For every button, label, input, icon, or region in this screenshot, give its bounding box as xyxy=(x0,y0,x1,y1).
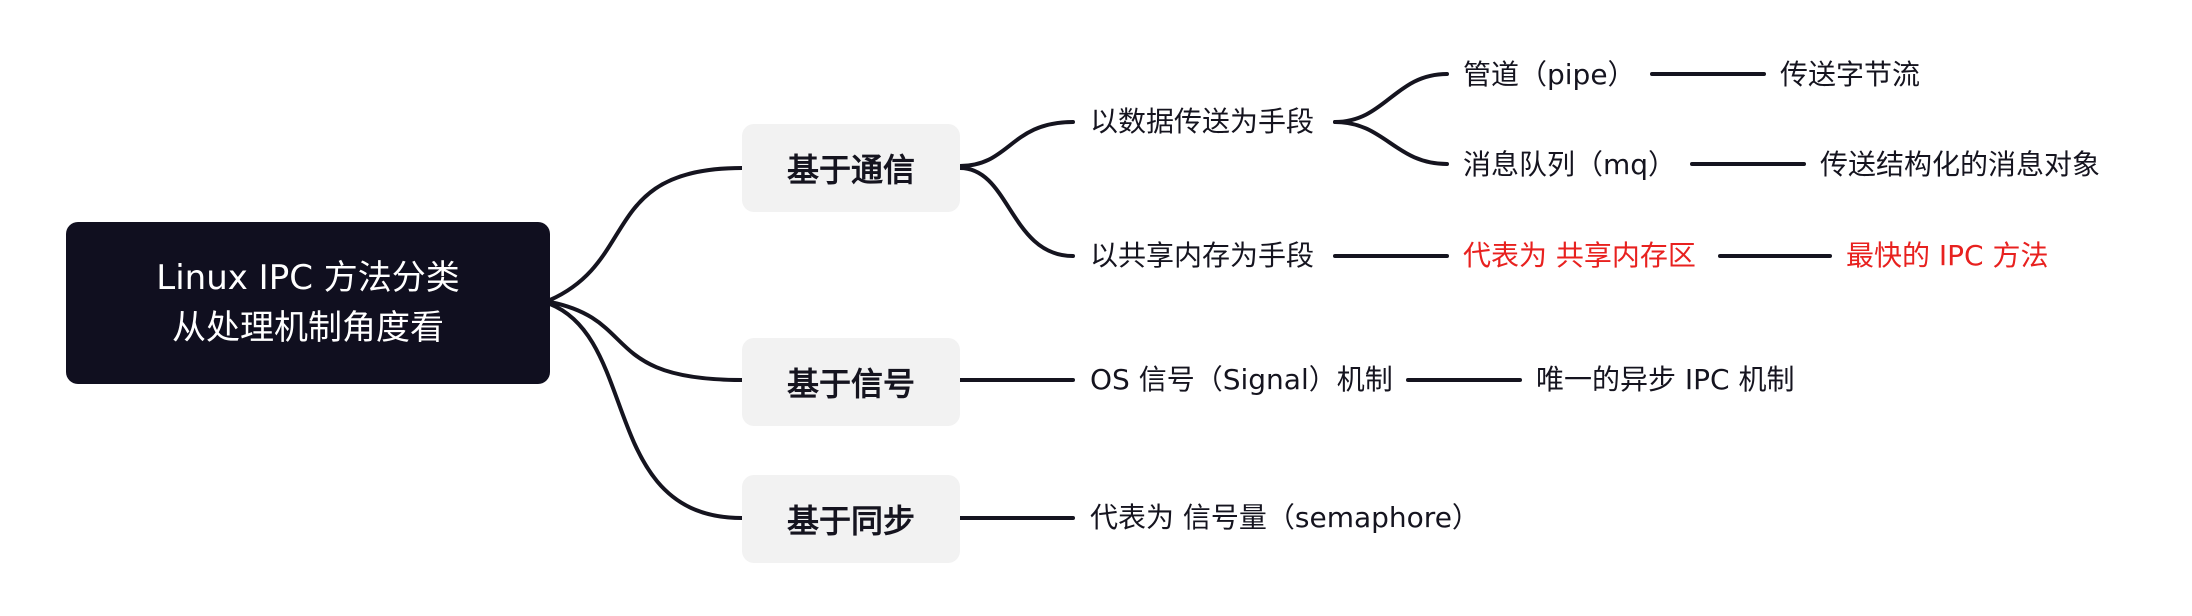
node-shared-memory-representative[interactable]: 代表为 共享内存区 xyxy=(1463,239,1696,272)
node-sync-label: 基于同步 xyxy=(786,502,915,540)
node-mq-detail[interactable]: 传送结构化的消息对象 xyxy=(1820,148,2101,181)
node-pipe-detail[interactable]: 传送字节流 xyxy=(1780,58,1921,91)
node-signal-mechanism[interactable]: OS 信号（Signal）机制 xyxy=(1090,363,1393,396)
edge-data-transfer-pipe xyxy=(1333,72,1449,124)
root-node[interactable]: Linux IPC 方法分类 从处理机制角度看 xyxy=(66,222,550,384)
root-title-line-2: 从处理机制角度看 xyxy=(172,308,444,348)
node-mq[interactable]: 消息队列（mq） xyxy=(1463,148,1677,181)
node-communication-label: 基于通信 xyxy=(786,151,915,189)
node-data-transfer[interactable]: 以数据传送为手段 xyxy=(1090,105,1315,138)
node-signal-note[interactable]: 唯一的异步 IPC 机制 xyxy=(1536,363,1795,396)
node-sync-representative[interactable]: 代表为 信号量（semaphore） xyxy=(1090,501,1480,534)
edge-data-transfer-mq xyxy=(1333,120,1449,166)
node-signal[interactable]: 基于信号 xyxy=(742,338,960,426)
node-communication[interactable]: 基于通信 xyxy=(742,124,960,212)
edge-communication-shared-memory xyxy=(958,166,1075,258)
edge-communication-data-transfer xyxy=(958,120,1075,168)
node-shared-memory[interactable]: 以共享内存为手段 xyxy=(1090,239,1315,272)
node-shared-memory-note[interactable]: 最快的 IPC 方法 xyxy=(1846,239,2049,272)
root-title-line-1: Linux IPC 方法分类 xyxy=(156,258,460,298)
edge-root-signal xyxy=(548,300,744,382)
node-signal-label: 基于信号 xyxy=(786,365,915,403)
node-pipe[interactable]: 管道（pipe） xyxy=(1463,58,1636,91)
edge-root-sync xyxy=(548,302,744,520)
edge-root-communication xyxy=(548,166,744,302)
node-sync[interactable]: 基于同步 xyxy=(742,475,960,563)
